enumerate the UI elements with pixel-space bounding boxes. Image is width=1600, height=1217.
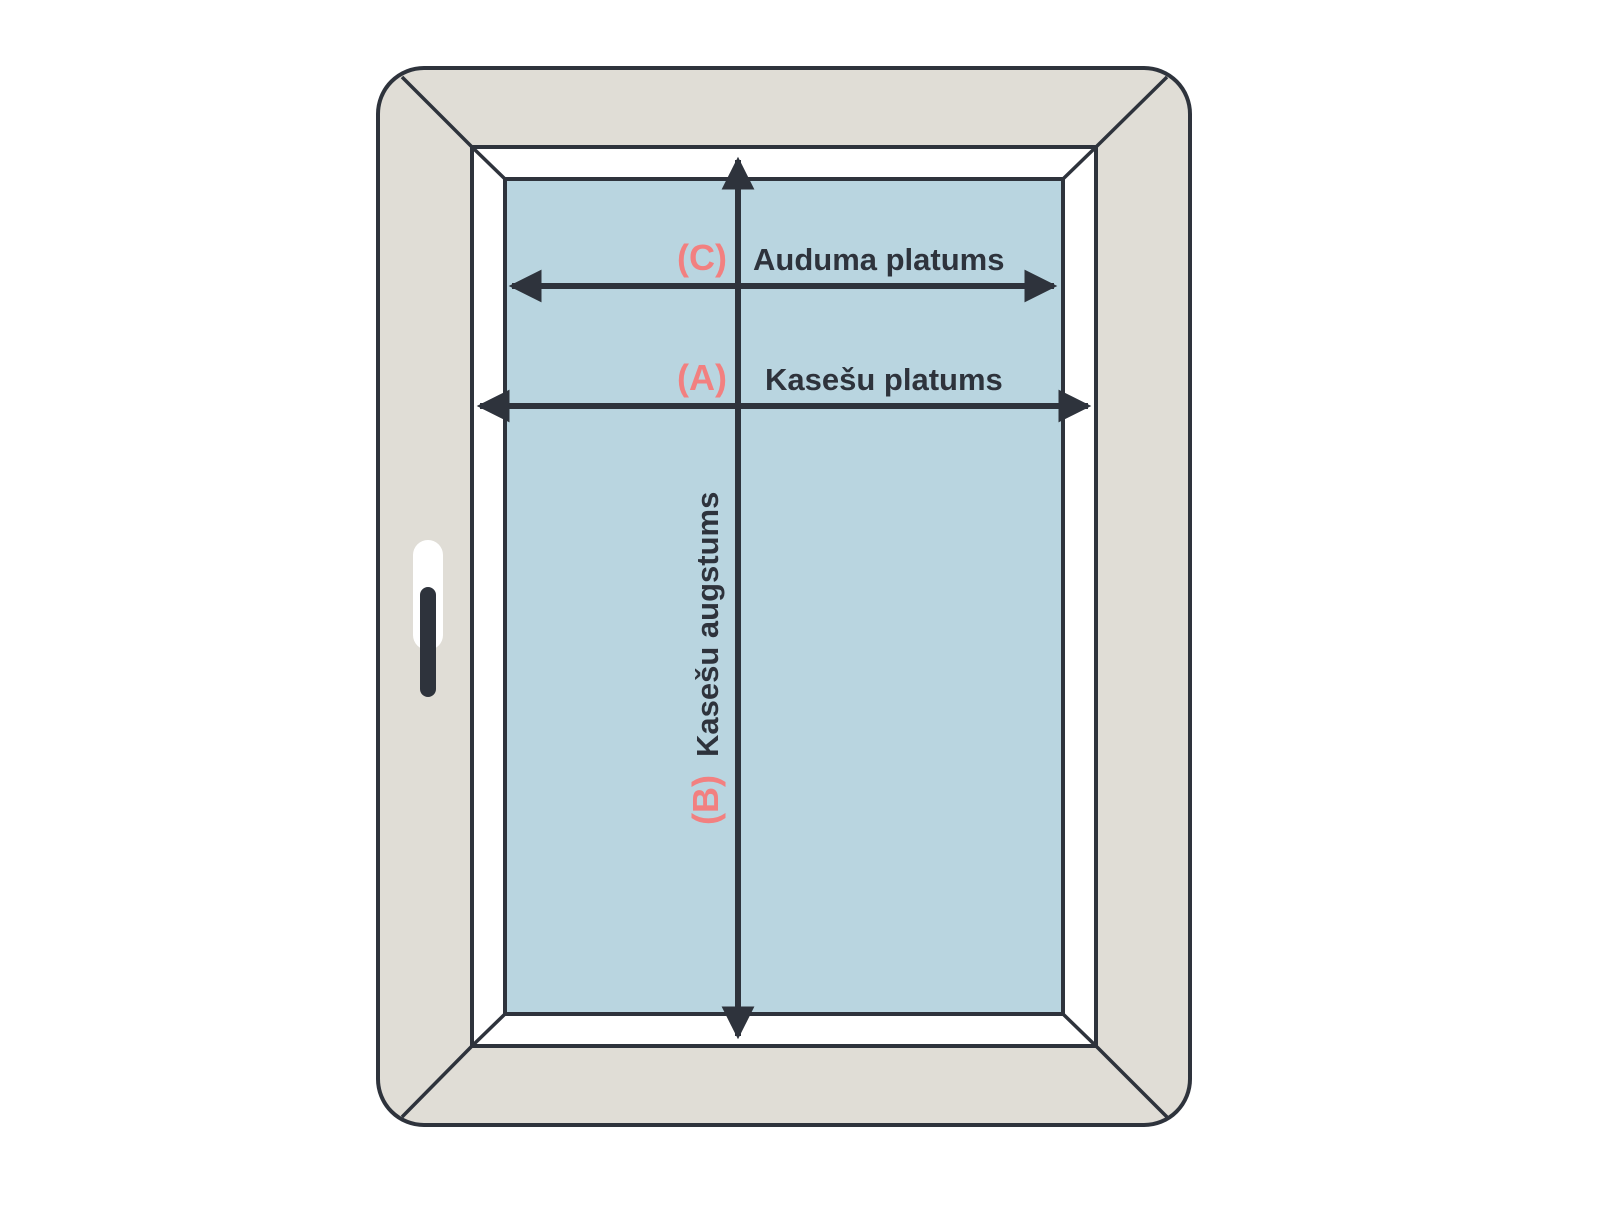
window-handle-icon [413, 540, 443, 697]
label-fabric-width: Auduma platums [753, 242, 1004, 277]
label-b-letter: (B) [685, 775, 726, 825]
label-a-letter: (A) [677, 357, 727, 398]
label-c-letter: (C) [677, 237, 727, 278]
frame-miter-lines [400, 75, 1169, 1119]
label-cassette-height: Kasešu augstums [690, 492, 725, 757]
glass-pane [503, 177, 1065, 1016]
label-cassette-width: Kasešu platums [765, 362, 1003, 397]
